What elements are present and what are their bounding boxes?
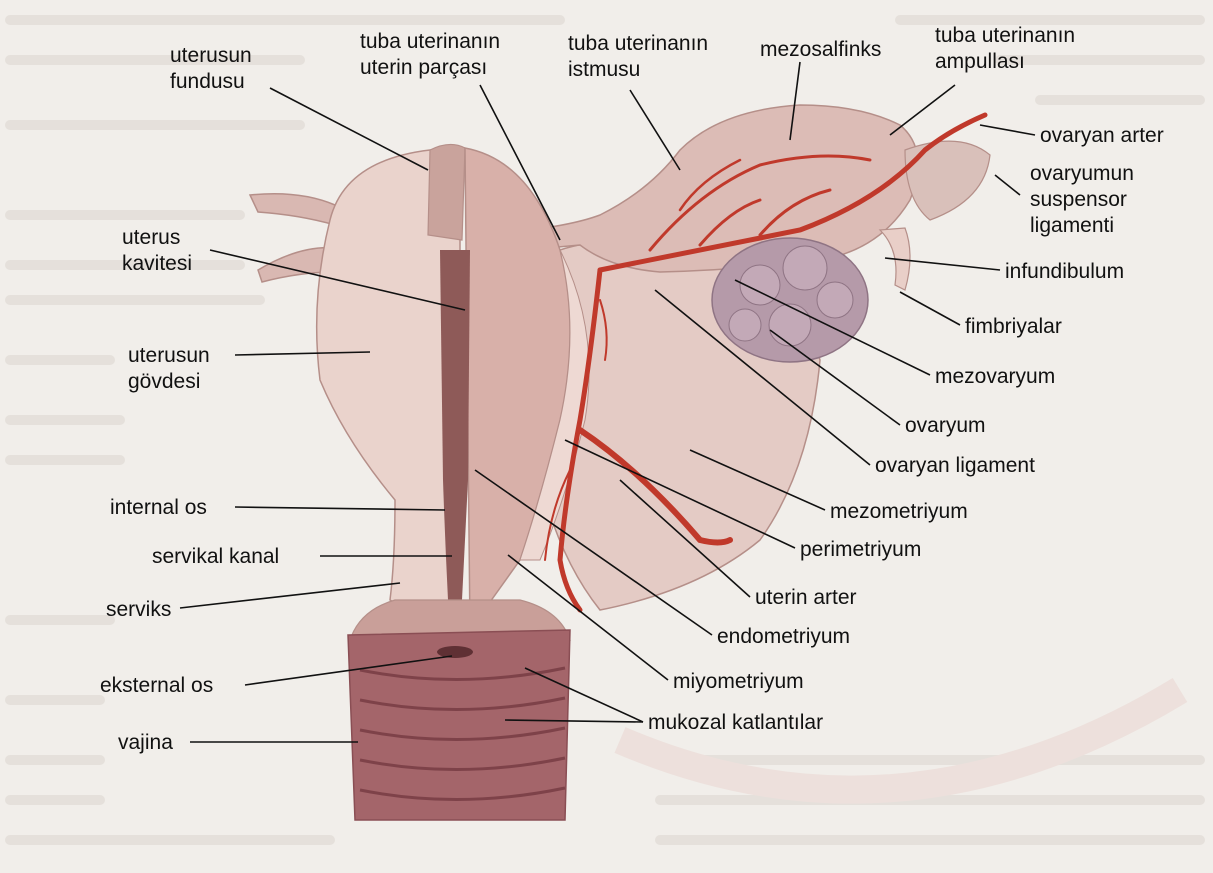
label-endometriyum: endometriyum: [717, 625, 850, 648]
vagina: [348, 630, 570, 820]
label-mezometriyum: mezometriyum: [830, 500, 968, 523]
label-mezovaryum: mezovaryum: [935, 365, 1055, 388]
label-uterin-arter: uterin arter: [755, 586, 857, 609]
label-eksternal-os: eksternal os: [100, 674, 213, 697]
external-os: [437, 646, 473, 658]
label-ovaryan-ligament: ovaryan ligament: [875, 454, 1035, 477]
label-vajina: vajina: [118, 731, 173, 754]
label-servikal-kanal: servikal kanal: [152, 545, 279, 568]
label-ovaryan-arter: ovaryan arter: [1040, 124, 1164, 147]
ovary: [712, 238, 868, 362]
label-perimetriyum: perimetriyum: [800, 538, 921, 561]
label-fimbriyalar: fimbriyalar: [965, 315, 1062, 338]
label-serviks: serviks: [106, 598, 171, 621]
label-miyometriyum: miyometriyum: [673, 670, 804, 693]
label-ovaryum: ovaryum: [905, 414, 986, 437]
fundus: [428, 144, 465, 240]
label-mezosalfinks: mezosalfinks: [760, 38, 881, 61]
label-internal-os: internal os: [110, 496, 207, 519]
label-infundibulum: infundibulum: [1005, 260, 1124, 283]
label-mukozal-katlantilar: mukozal katlantılar: [648, 711, 823, 734]
